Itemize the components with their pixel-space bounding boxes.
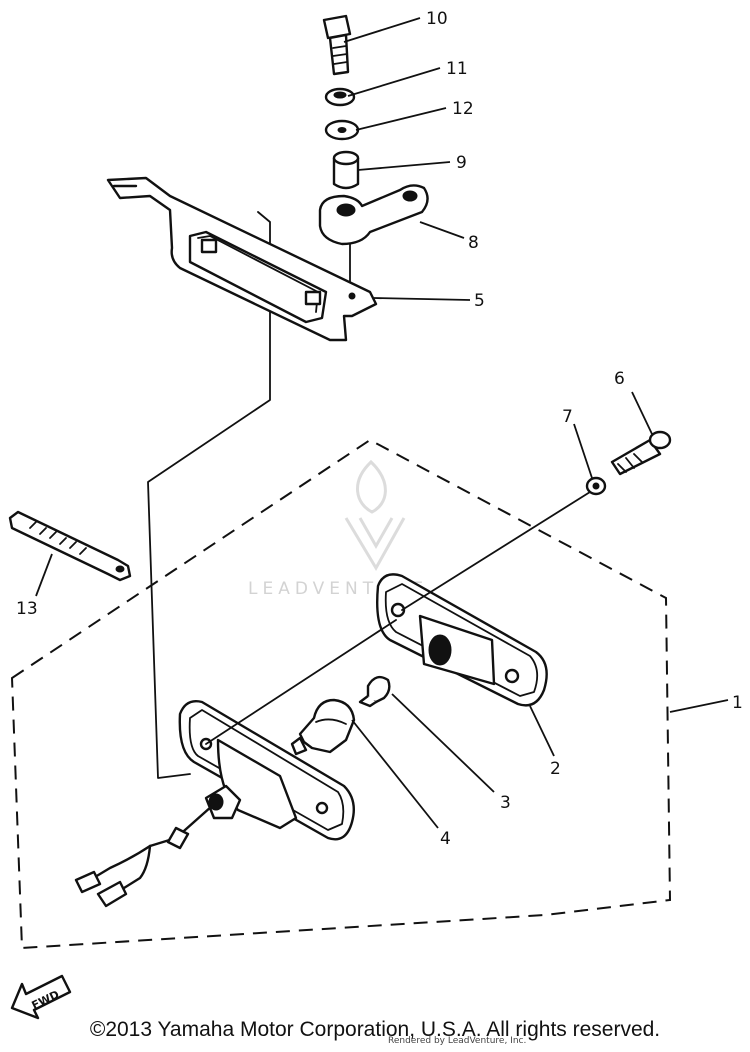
bracket-reference-line xyxy=(147,211,271,779)
collar-part-9 xyxy=(332,150,360,190)
callout-labels: 10 11 12 9 8 5 6 7 13 1 2 3 4 xyxy=(16,9,743,849)
rendered-by-text: Rendered by LeadVenture, Inc. xyxy=(388,1036,527,1046)
callout-10: 10 xyxy=(426,9,448,29)
fwd-arrow: FWD xyxy=(10,974,72,1020)
callout-5: 5 xyxy=(474,291,485,311)
copyright-text: ©2013 Yamaha Motor Corporation, U.S.A. A… xyxy=(89,1018,661,1041)
lamp-base-housing xyxy=(178,700,355,841)
callout-9: 9 xyxy=(456,153,467,173)
callout-1: 1 xyxy=(732,693,743,713)
callout-11: 11 xyxy=(446,59,468,79)
lamp-assembly-outline xyxy=(10,438,672,950)
leader-lines xyxy=(35,17,729,829)
assembly-lines xyxy=(205,491,591,745)
socket-part-4 xyxy=(290,698,356,756)
washer-part-12 xyxy=(324,119,360,141)
callout-2: 2 xyxy=(550,759,561,779)
cable-tie-part-13 xyxy=(8,510,132,582)
lever-part-8 xyxy=(318,184,429,301)
callout-12: 12 xyxy=(452,99,474,119)
callout-3: 3 xyxy=(500,793,511,813)
callout-4: 4 xyxy=(440,829,451,849)
callout-7: 7 xyxy=(562,407,573,427)
lens-part-2 xyxy=(376,573,548,707)
callout-6: 6 xyxy=(614,369,625,389)
wire-harness xyxy=(74,804,214,908)
callout-8: 8 xyxy=(468,233,479,253)
screw-part-6 xyxy=(610,430,672,476)
lock-washer-part-11 xyxy=(324,87,356,107)
bulb-part-3 xyxy=(358,675,391,708)
bolt-part-10 xyxy=(322,14,352,76)
bracket-part-5 xyxy=(106,176,378,342)
washer-part-7 xyxy=(585,476,607,496)
callout-13: 13 xyxy=(16,599,38,619)
